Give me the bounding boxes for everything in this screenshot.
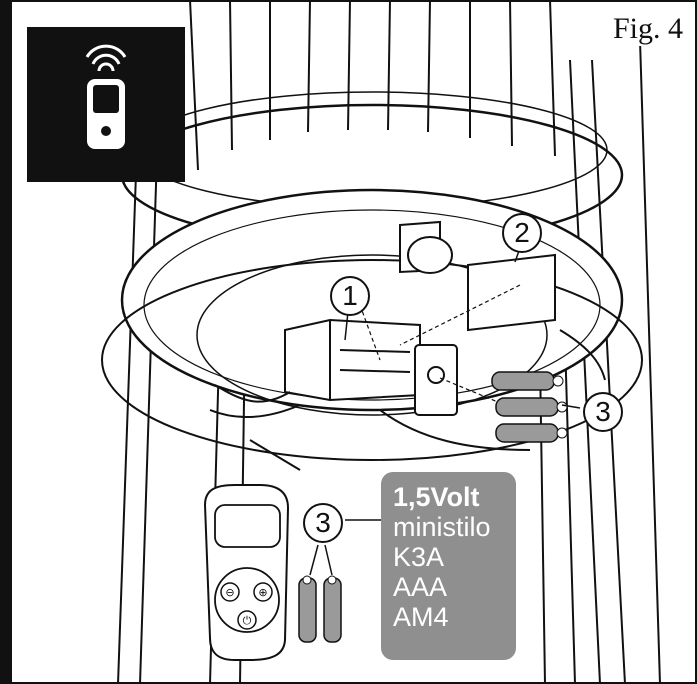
callout-2: 2 xyxy=(502,213,542,253)
inner-opening xyxy=(196,254,548,416)
battery-spec-box: 1,5Volt ministilo K3A AAA AM4 xyxy=(381,472,516,660)
knob xyxy=(407,236,453,274)
receiver-unit xyxy=(284,318,458,416)
remote-button-glyphs: ⊖ ⊕ ⏻ xyxy=(225,586,267,627)
receiver-board xyxy=(467,253,556,332)
remote-control xyxy=(203,484,290,661)
cage-bars xyxy=(117,0,661,684)
battery-type-aaa: AAA xyxy=(393,572,448,602)
callout-leaders xyxy=(309,247,581,576)
lower-ring xyxy=(101,259,643,461)
callout-1: 1 xyxy=(330,276,370,316)
installed-batteries xyxy=(491,371,568,443)
dashed-leaders xyxy=(359,284,521,406)
callout-3-spare: 3 xyxy=(303,503,343,543)
minus-button: ⊖ xyxy=(225,586,234,599)
battery-voltage: 1,5Volt xyxy=(393,482,480,512)
remote-control-signal-icon xyxy=(85,44,127,149)
left-edge-bar xyxy=(0,0,12,684)
base-plate xyxy=(120,188,624,412)
battery-type-am4: AM4 xyxy=(393,602,449,632)
battery-type-ministilo: ministilo xyxy=(393,512,491,542)
figure-label: Fig. 4 xyxy=(608,12,687,46)
battery-type-k3a: K3A xyxy=(393,542,445,572)
wiring xyxy=(209,329,606,471)
base-plate-rim xyxy=(143,209,601,401)
spare-batteries xyxy=(298,575,342,643)
remote-control-badge xyxy=(27,27,185,182)
power-button: ⏻ xyxy=(243,614,252,627)
callout-3-installed: 3 xyxy=(583,392,623,432)
plus-button: ⊕ xyxy=(258,586,267,599)
